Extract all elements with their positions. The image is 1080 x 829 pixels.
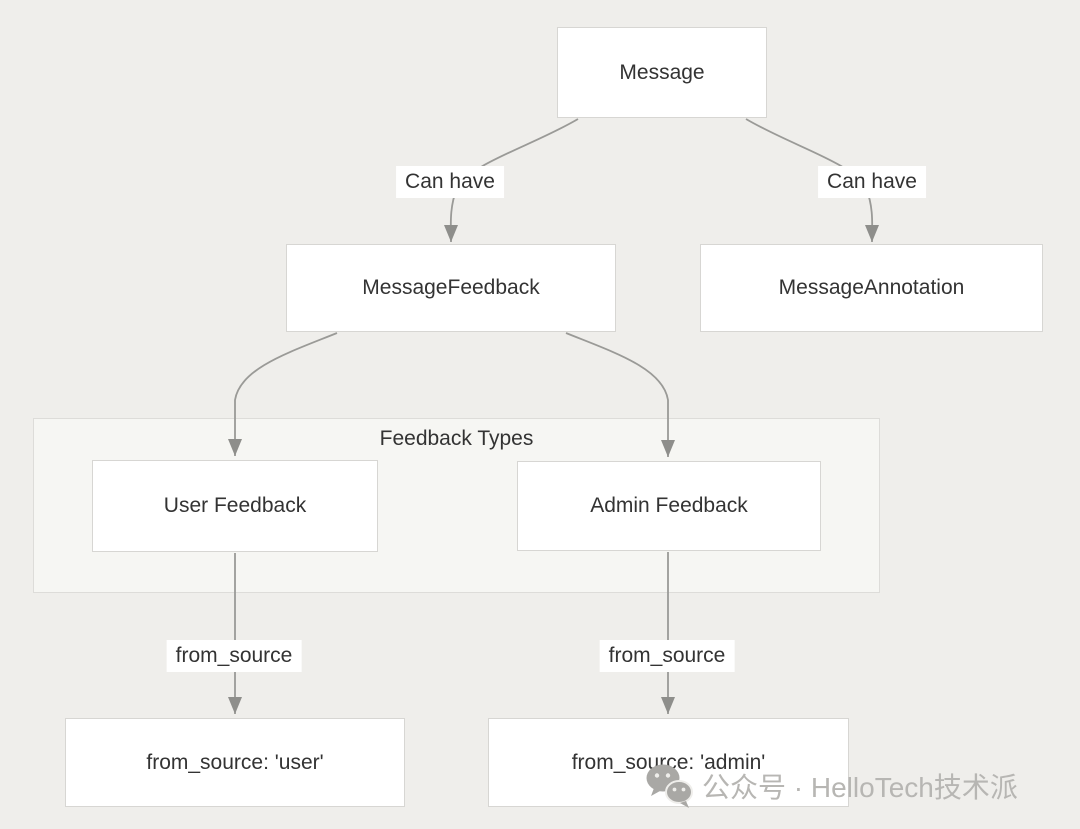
node-message-feedback: MessageFeedback	[286, 244, 616, 332]
node-message: Message	[557, 27, 767, 118]
node-label: from_source: 'admin'	[571, 750, 766, 774]
wechat-icon	[646, 764, 693, 808]
node-label: Admin Feedback	[590, 494, 748, 517]
node-label: MessageAnnotation	[778, 276, 965, 299]
node-label: User Feedback	[163, 494, 307, 517]
node-label: Message	[619, 60, 705, 84]
edge-messagefeedback-to-userfeedback	[228, 332, 338, 456]
edge-label-can-have-right: Can have	[818, 166, 926, 198]
edge-label-can-have-left: Can have	[396, 166, 504, 198]
edge-label-from-source-left: from_source	[166, 640, 302, 672]
node-message-annotation: MessageAnnotation	[700, 244, 1043, 332]
subgraph-title: Feedback Types	[379, 427, 534, 450]
node-user-feedback: User Feedback	[92, 460, 378, 552]
edge-messagefeedback-to-adminfeedback	[565, 332, 675, 457]
node-from-source-user: from_source: 'user'	[65, 718, 405, 807]
node-label: from_source: 'user'	[146, 750, 324, 774]
edge-label-from-source-right: from_source	[599, 640, 735, 672]
node-label: MessageFeedback	[362, 276, 540, 299]
node-admin-feedback: Admin Feedback	[517, 461, 821, 551]
watermark-text: 公众号 · HelloTech技术派	[702, 771, 1018, 803]
watermark: 公众号 · HelloTech技术派	[644, 762, 1018, 809]
